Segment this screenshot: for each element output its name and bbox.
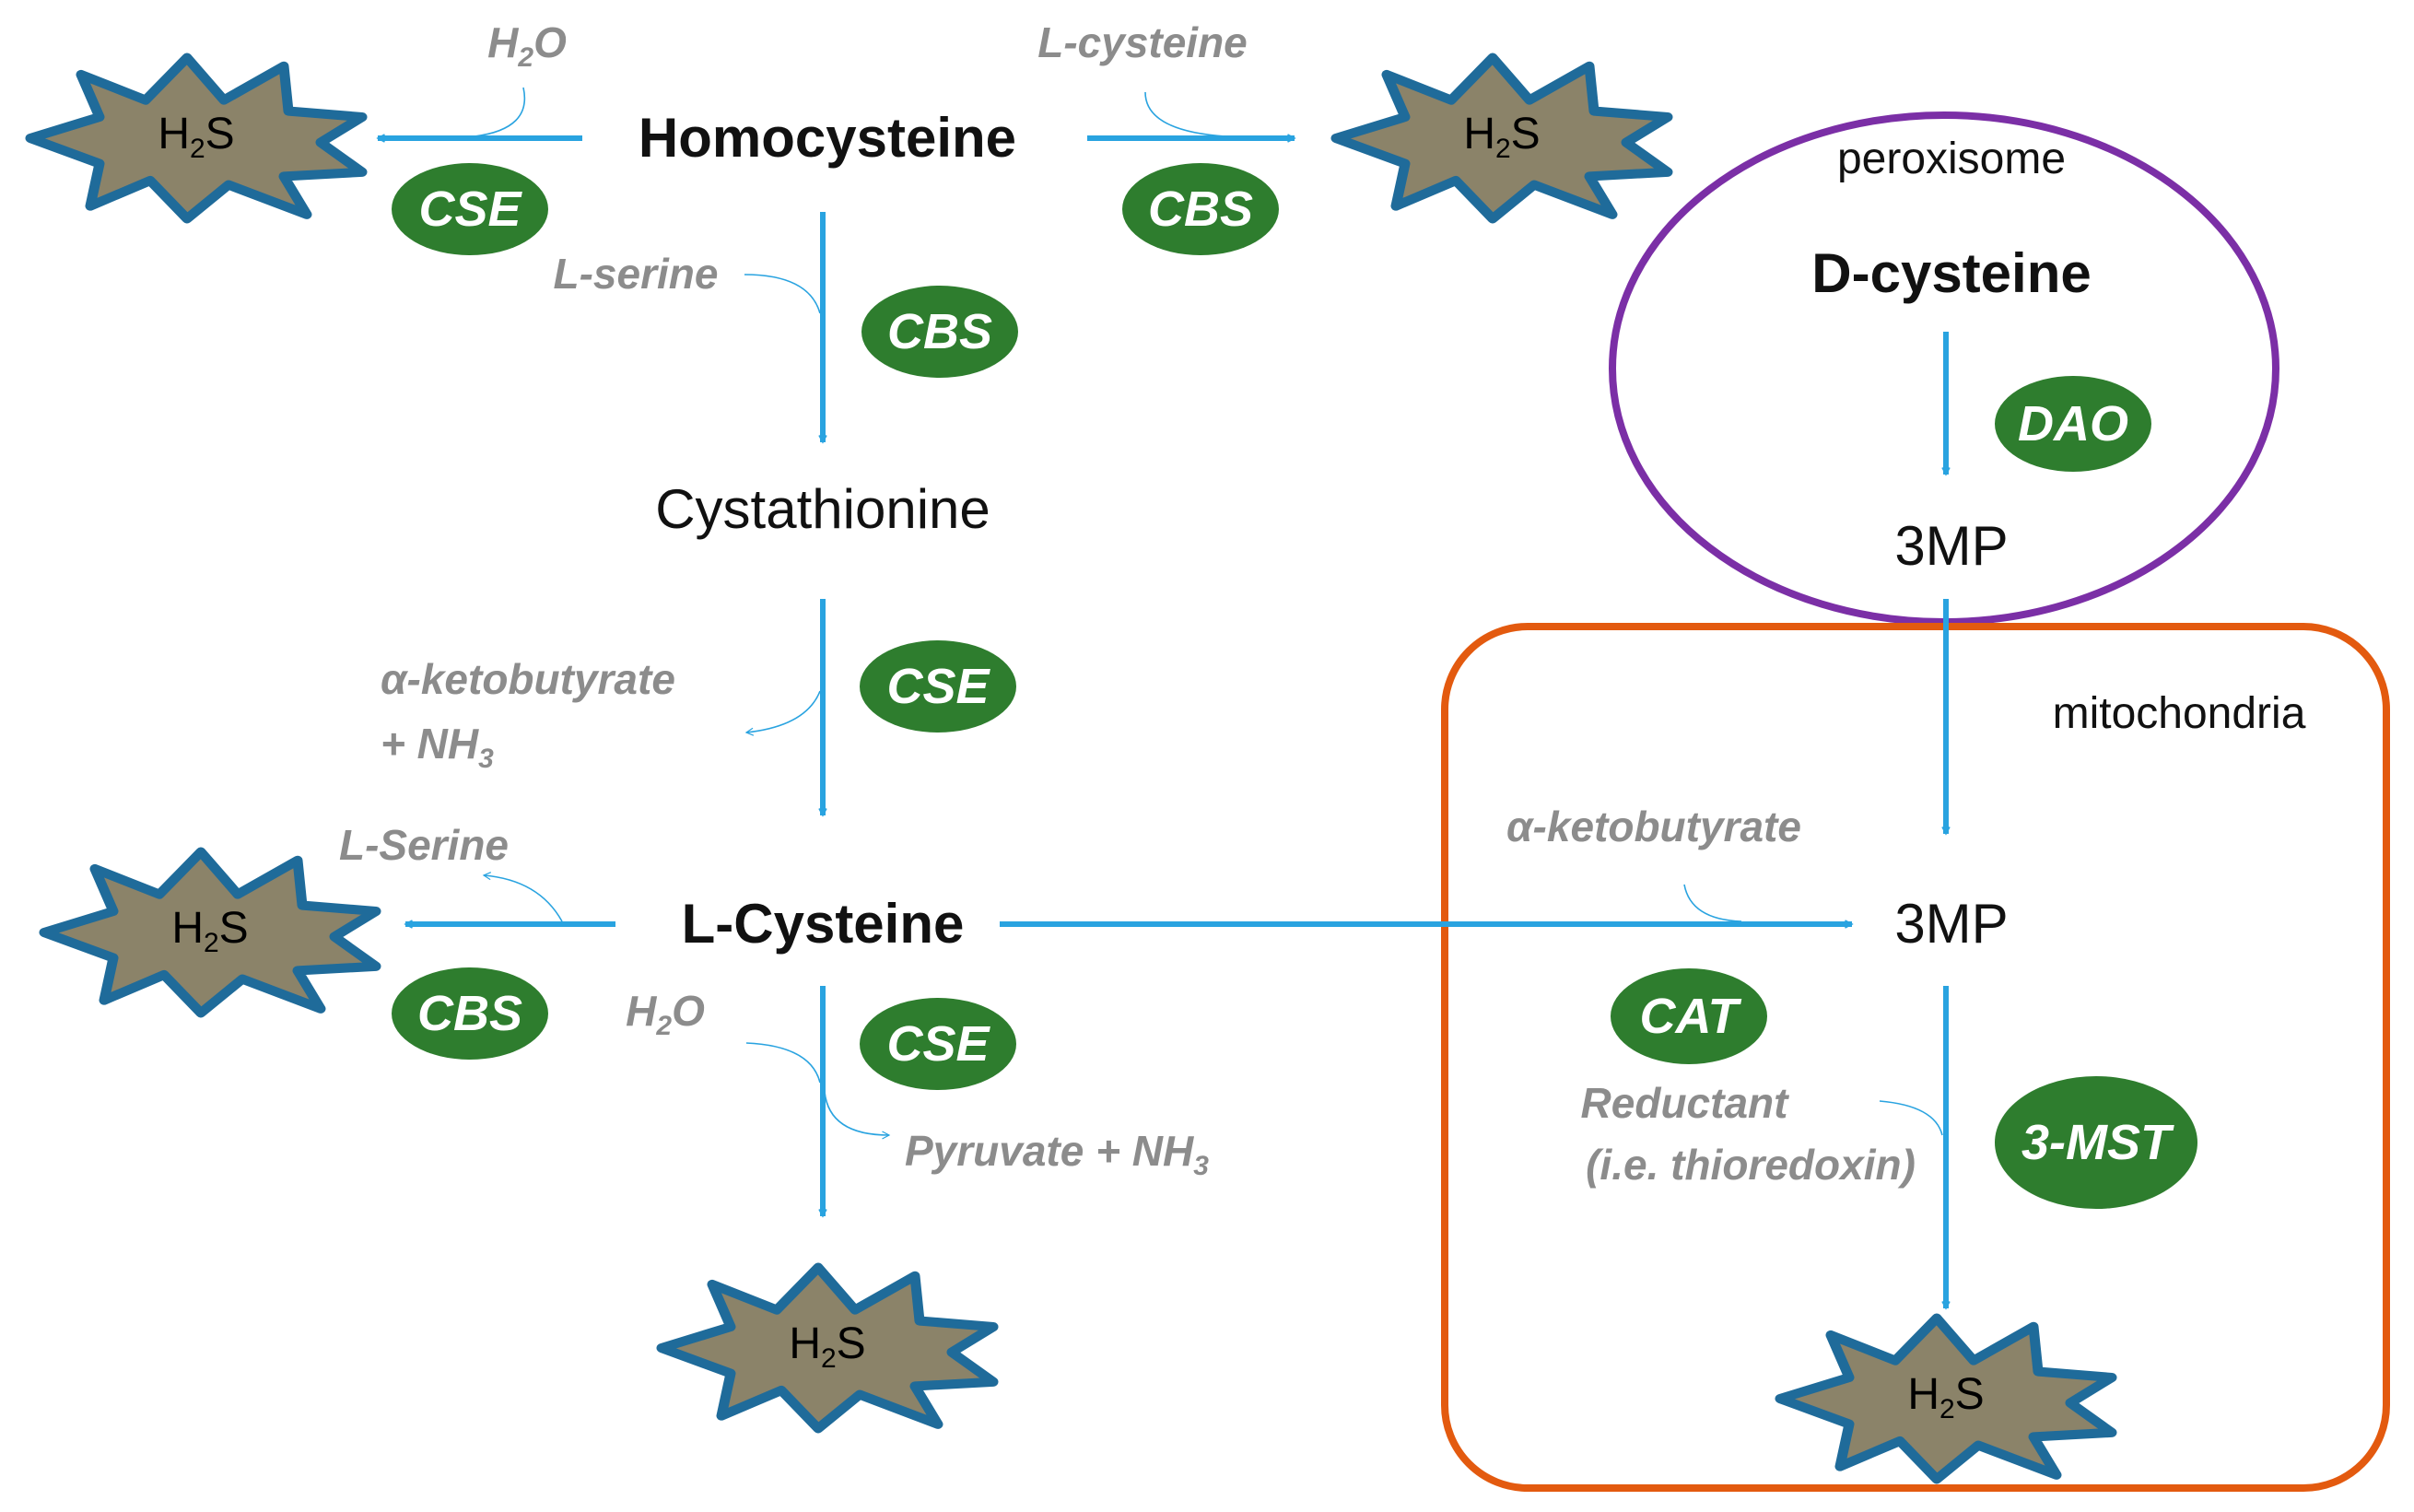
side-thioredoxin: (i.e. thioredoxin) <box>1586 1141 1916 1189</box>
enzyme-cse-bottom: CSE <box>860 998 1016 1090</box>
side-product-curves <box>474 87 1943 1140</box>
curve-pyruvate-out <box>824 1091 891 1140</box>
enzyme-cbs-left: CBS <box>392 967 548 1060</box>
enzyme-label: DAO <box>2018 396 2128 451</box>
h2s-label-left: H2S <box>171 904 248 958</box>
curve-h2o-top <box>474 87 526 137</box>
enzyme-label: CBS <box>887 304 992 359</box>
label-peroxisome: peroxisome <box>1837 135 2066 183</box>
side-h2o-left: H2O <box>626 987 705 1041</box>
side-reductant: Reductant <box>1581 1079 1790 1127</box>
enzyme-oval <box>1995 1076 2197 1209</box>
side-l-cysteine-top: L-cysteine <box>1037 18 1248 66</box>
enzyme-label: CSE <box>886 1016 990 1072</box>
side-plus-nh3: + NH3 <box>381 720 494 774</box>
enzyme-label: CAT <box>1640 989 1742 1044</box>
curve-h2o-left <box>745 1042 821 1084</box>
side-ketobutyrate-mito: α-ketobutyrate <box>1506 803 1801 850</box>
enzyme-oval <box>392 163 548 255</box>
curve-ketobutyrate-mito <box>1683 884 1742 922</box>
enzyme-cse-vertical: CSE <box>860 640 1016 733</box>
side-pyruvate-nh3: Pyruvate + NH3 <box>905 1127 1209 1181</box>
curve-reductant <box>1879 1100 1943 1136</box>
curve-lserine-top <box>744 274 821 314</box>
enzyme-label: CSE <box>886 659 990 714</box>
enzyme-oval <box>1995 376 2151 472</box>
enzyme-cbs-top: CBS <box>1122 163 1279 255</box>
metabolite-homocysteine: Homocysteine <box>639 107 1016 169</box>
metabolite-cystathionine: Cystathionine <box>655 478 990 540</box>
enzyme-oval <box>861 286 1018 378</box>
side-h2o-top: H2O <box>487 18 567 73</box>
label-mitochondria: mitochondria <box>2053 689 2306 738</box>
mitochondria-compartment <box>1441 623 2390 1492</box>
pathway-arrows <box>378 138 1946 1308</box>
metabolite-l-cysteine: L-Cysteine <box>682 893 965 955</box>
enzyme-oval <box>1611 968 1767 1064</box>
enzyme-oval <box>860 998 1016 1090</box>
h2s-label-top-right: H2S <box>1463 110 1540 164</box>
curve-lcysteine-top <box>1144 91 1226 137</box>
metabolite-3mp-peroxisome: 3MP <box>1894 515 2008 577</box>
enzyme-cat: CAT <box>1611 968 1767 1064</box>
metabolite-3mp-mitochondria: 3MP <box>1894 893 2008 955</box>
enzyme-label: 3-MST <box>2021 1115 2174 1170</box>
side-l-serine-top: L-serine <box>554 250 719 298</box>
enzyme-oval <box>392 967 548 1060</box>
enzyme-oval <box>1122 163 1279 255</box>
side-ketobutyrate: α-ketobutyrate <box>381 655 675 703</box>
enzyme-oval <box>860 640 1016 733</box>
enzyme-label: CBS <box>417 986 522 1041</box>
curve-ketobutyrate-out <box>744 690 821 736</box>
h2s-label-bottom: H2S <box>789 1319 865 1374</box>
side-l-serine-left: L-Serine <box>339 821 509 869</box>
h2s-label-mitochondria: H2S <box>1907 1370 1984 1424</box>
h2s-label-top-left: H2S <box>158 110 234 164</box>
enzyme-label: CBS <box>1148 182 1253 237</box>
enzyme-cse-top: CSE <box>392 163 548 255</box>
enzyme-dao: DAO <box>1995 376 2151 472</box>
enzyme-cbs-vertical: CBS <box>861 286 1018 378</box>
metabolite-d-cysteine: D-cysteine <box>1811 242 2091 304</box>
enzyme-3mst: 3-MST <box>1995 1076 2197 1209</box>
enzyme-label: CSE <box>418 182 522 237</box>
curve-lserine-left-out <box>482 872 563 922</box>
